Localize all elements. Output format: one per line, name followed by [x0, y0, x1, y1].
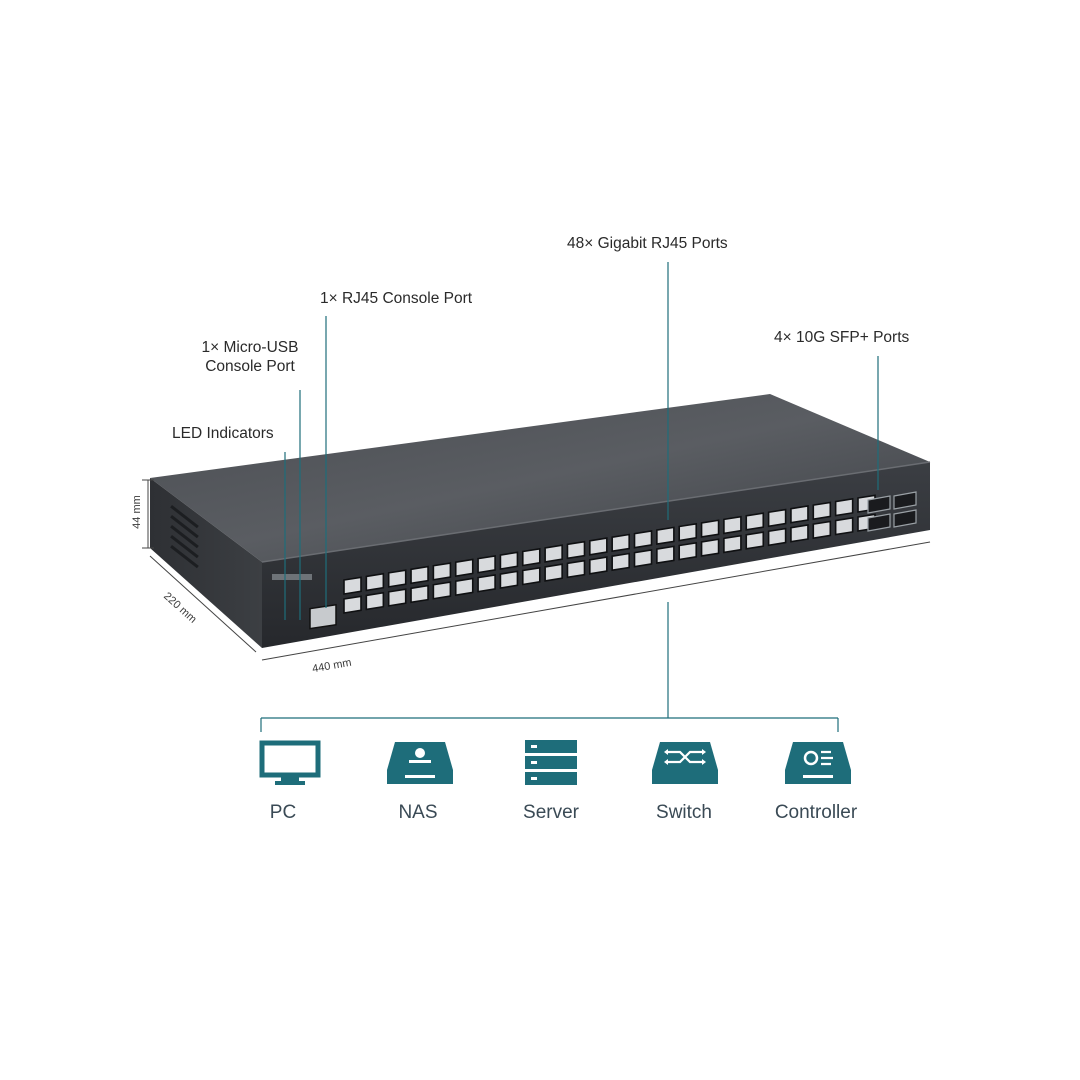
rj45-port [477, 554, 496, 574]
rj45-port [767, 527, 787, 547]
rj45-port [790, 505, 809, 524]
dimension-lines [142, 479, 931, 661]
nas-icon [387, 742, 453, 784]
rj45-port [544, 563, 563, 582]
rj45-port [387, 569, 407, 588]
rj45-port [454, 577, 474, 597]
side-vents [170, 504, 199, 569]
gigabit-ports-label: 48× Gigabit RJ45 Ports [567, 235, 728, 252]
rj45-port [767, 508, 787, 528]
rj45-port [700, 538, 720, 557]
rj45-port [678, 522, 698, 542]
rj45-port [432, 562, 452, 581]
rj45-port [633, 530, 653, 549]
controller-icon [785, 742, 851, 784]
rj45-port [477, 573, 496, 593]
rj45-port [834, 516, 854, 536]
monitor-icon [259, 740, 321, 785]
device-label-server: Server [523, 802, 579, 823]
sfp-port [867, 495, 891, 514]
rj45-port [410, 584, 429, 604]
rj45-port [589, 556, 608, 575]
sfp-ports-label: 4× 10G SFP+ Ports [774, 329, 910, 346]
rj45-port [410, 565, 429, 585]
rj45-port [343, 576, 362, 595]
rj45-port [812, 501, 832, 521]
sfp-port [893, 509, 917, 528]
rj45-port [812, 520, 832, 540]
device-label-controller: Controller [774, 802, 858, 823]
device-label-pc: PC [269, 802, 297, 823]
rj45-port [633, 549, 653, 568]
micro-usb-label: 1× Micro-USB Console Port [190, 338, 310, 376]
sfp-port [893, 491, 917, 510]
rj45-console-port [309, 603, 337, 630]
rj45-console-label: 1× RJ45 Console Port [320, 290, 473, 307]
rj45-port [454, 558, 474, 578]
rj45-port [343, 595, 362, 614]
leader-lines [260, 262, 879, 732]
rj45-port [745, 531, 765, 550]
micro-usb-label-line1: 1× Micro-USB [201, 339, 299, 356]
rj45-port [611, 552, 630, 572]
rj45-port [566, 540, 586, 560]
rj45-port [589, 537, 608, 556]
rj45-port [834, 497, 854, 517]
height-dimension-label: 44 mm [130, 495, 143, 529]
rj45-port [544, 544, 563, 563]
rj45-port [656, 545, 675, 565]
rj45-port [387, 588, 407, 607]
rj45-port [365, 572, 385, 592]
rj45-port [521, 566, 541, 586]
chassis-front [262, 462, 930, 648]
switch-icon [652, 742, 718, 784]
micro-usb-label-line2: Console Port [205, 358, 295, 375]
rj45-port [723, 534, 742, 554]
rj45-port [365, 591, 385, 611]
server-icon [525, 740, 577, 785]
led-indicators-label: LED Indicators [172, 425, 274, 442]
rj45-port [700, 519, 720, 538]
gigabit-port-array [343, 494, 876, 614]
device-label-nas: NAS [398, 802, 438, 823]
brand-logo [272, 574, 312, 580]
rj45-port [656, 526, 675, 546]
rj45-port [611, 533, 630, 553]
rj45-port [499, 551, 519, 570]
chassis-top [150, 394, 930, 562]
rj45-port [432, 581, 452, 600]
rj45-port [678, 541, 698, 561]
sfp-port-array [867, 491, 917, 532]
rj45-port [499, 570, 519, 589]
device-label-switch: Switch [656, 802, 712, 823]
rj45-port [790, 524, 809, 543]
rj45-port [723, 515, 742, 535]
rj45-port [745, 512, 765, 531]
rj45-port [521, 547, 541, 567]
rj45-port [566, 559, 586, 579]
sfp-port [867, 513, 891, 532]
